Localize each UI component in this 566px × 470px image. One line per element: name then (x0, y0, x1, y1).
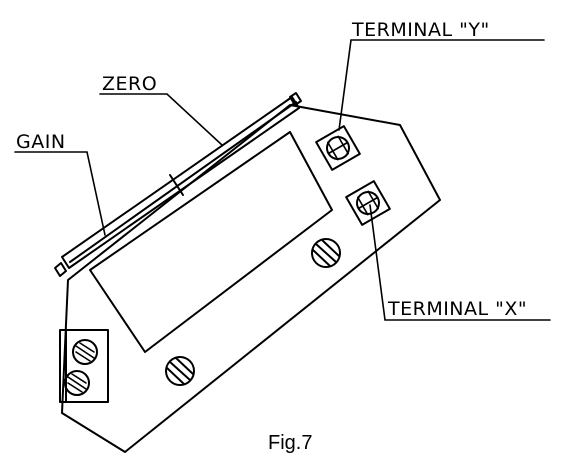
terminal-x-screw (345, 180, 391, 226)
board-outline (61, 104, 441, 453)
terminal-y-screw (315, 125, 361, 171)
terminal-block-screw-top (72, 339, 98, 365)
zero-leader (99, 93, 223, 146)
terminal-y-label: TERMINAL "Y" (351, 19, 490, 41)
gain-label: GAIN (16, 131, 66, 153)
potentiometer-module (89, 131, 333, 353)
adjuster-shaft (61, 96, 300, 269)
figure-caption: Fig.7 (268, 432, 312, 454)
shaft-end-right (289, 92, 302, 106)
mounting-screw-right (311, 238, 341, 268)
zero-label: ZERO (102, 73, 157, 95)
terminal-block-screw-bottom (64, 370, 90, 396)
terminal-y-leader (338, 39, 545, 131)
gain-leader (14, 151, 106, 236)
terminal-block (59, 329, 109, 403)
knob-divider (169, 174, 184, 196)
mounting-screw-bottom (165, 356, 195, 386)
shaft-divider (69, 101, 297, 263)
shaft-end-left (54, 262, 67, 277)
terminal-x-leader (369, 204, 551, 321)
terminal-x-label: TERMINAL "X" (387, 298, 527, 320)
